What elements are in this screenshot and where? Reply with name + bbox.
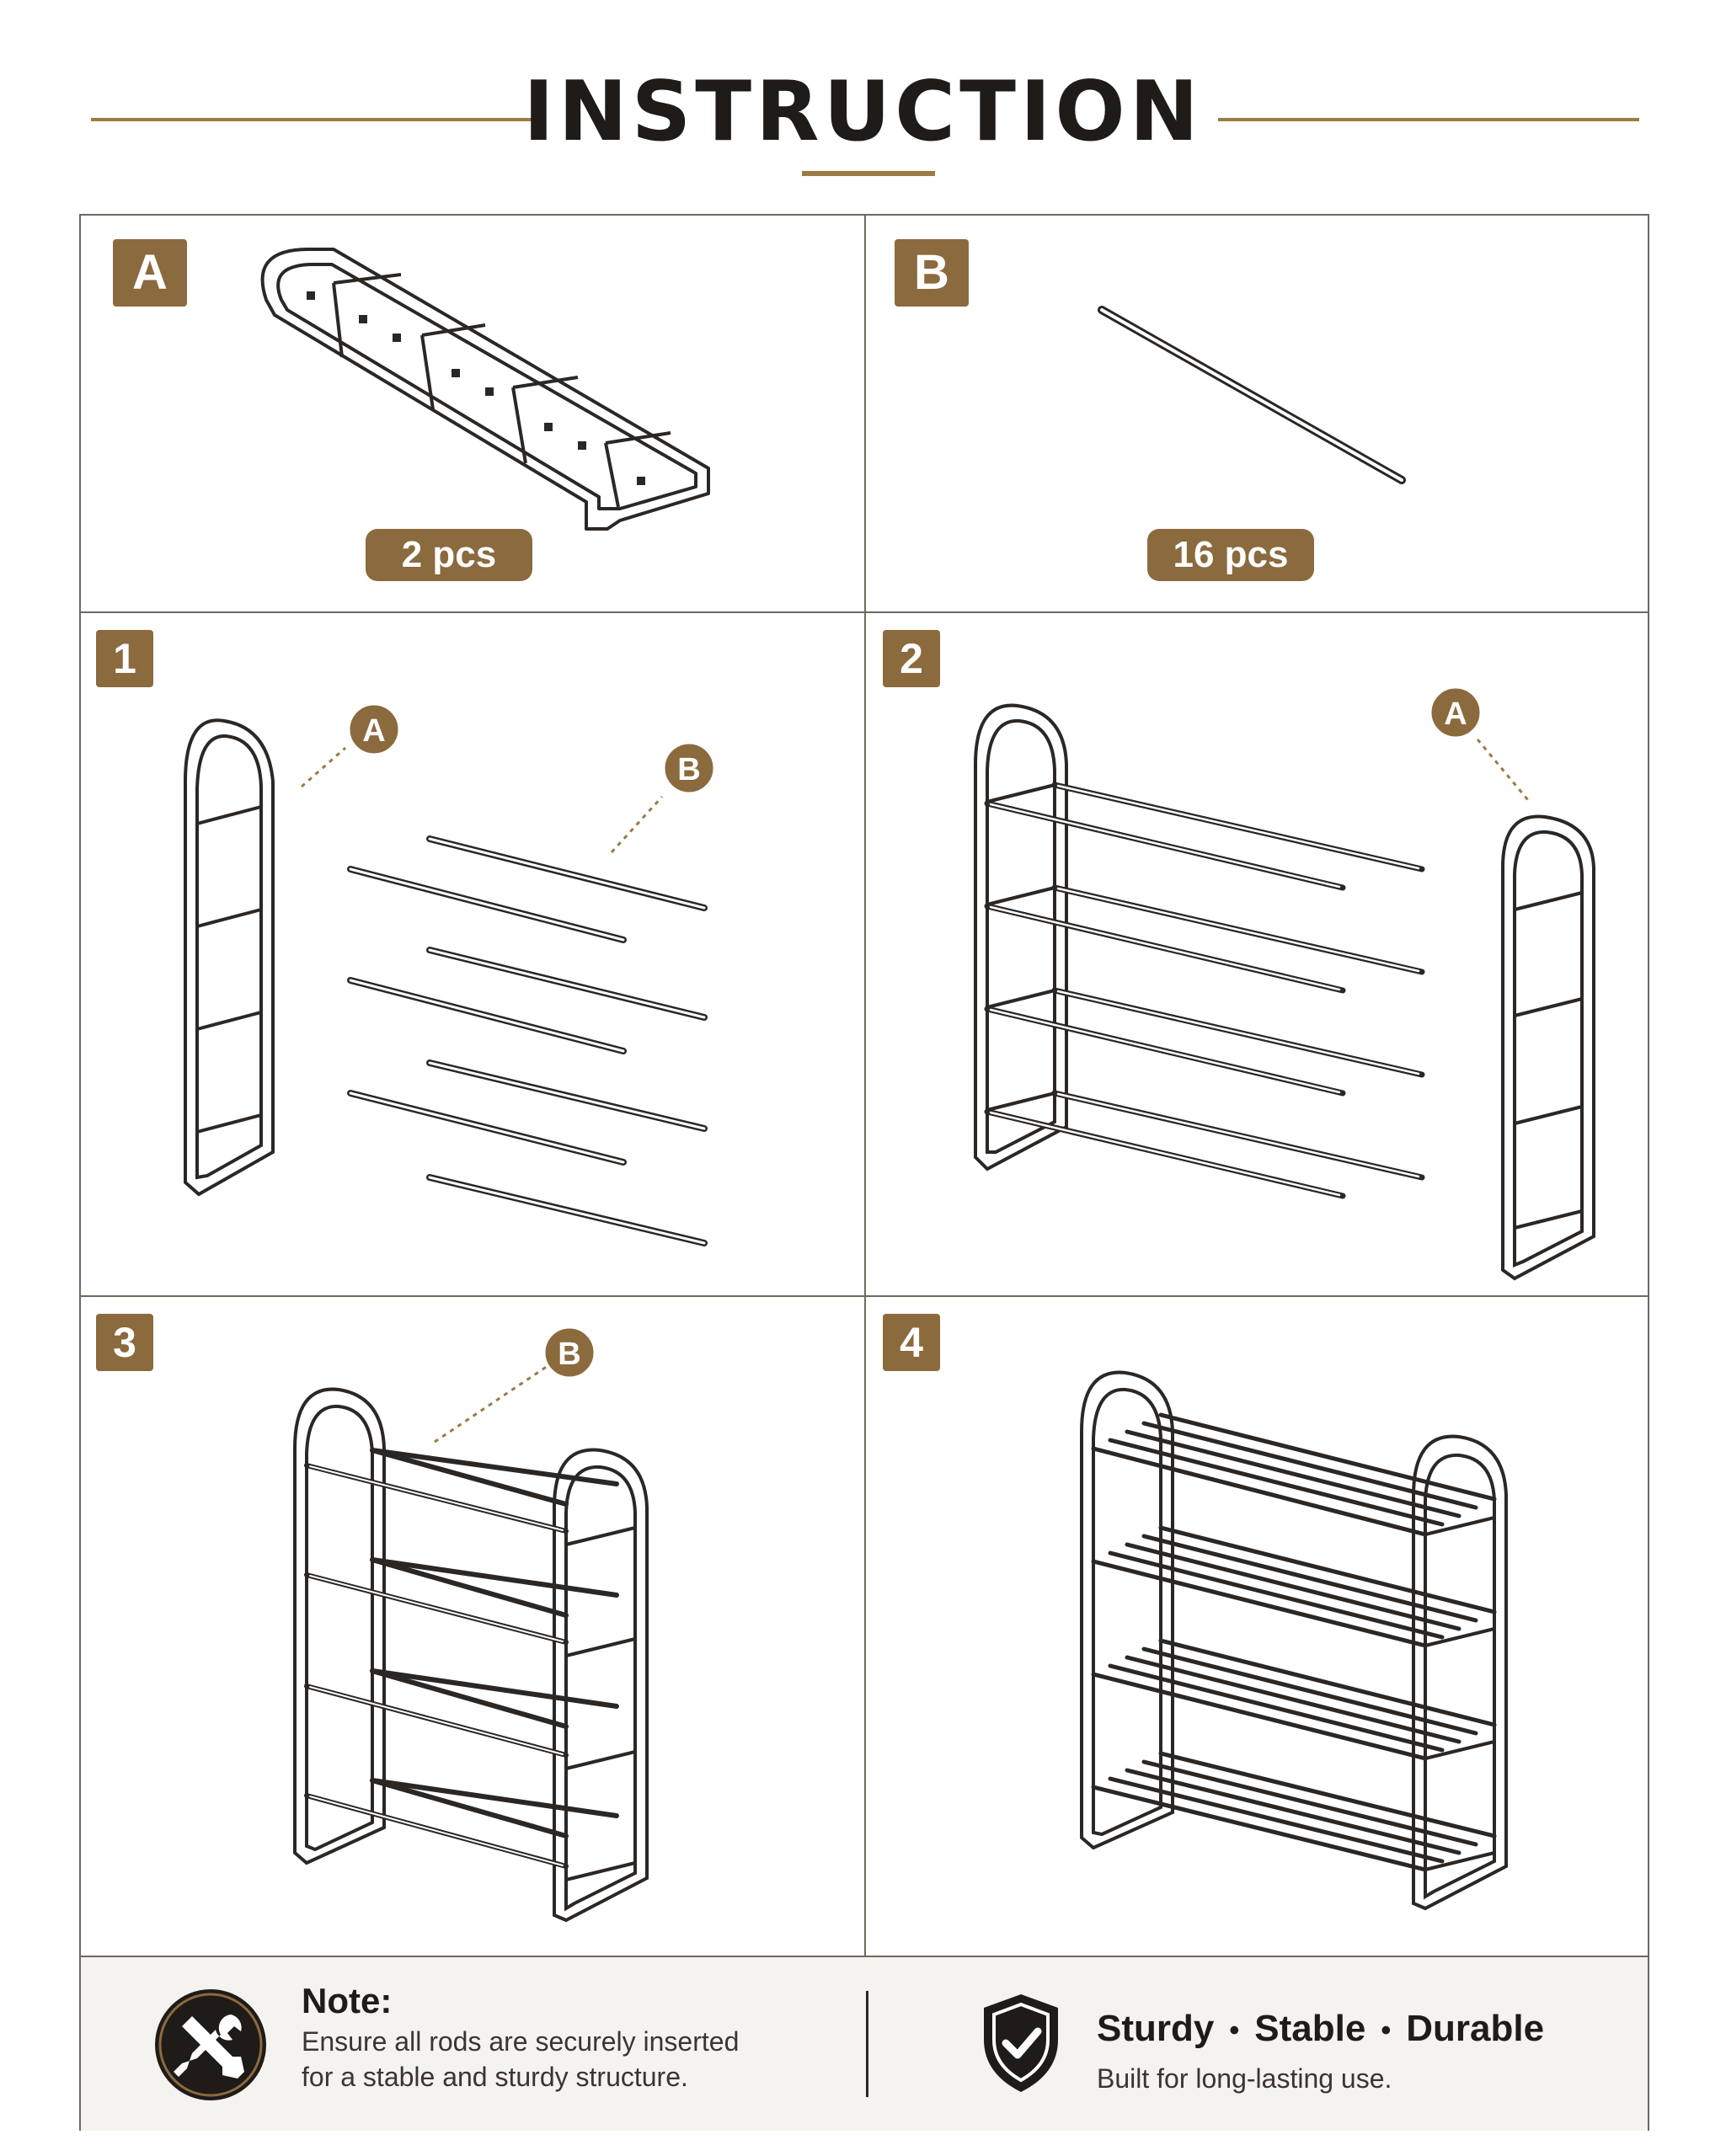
part-a-panel: A 2 pcs <box>81 216 864 611</box>
footer-divider <box>866 1991 868 2097</box>
title-underline <box>802 171 935 176</box>
title-rule-left <box>91 118 542 121</box>
part-b-badge: B <box>895 239 969 307</box>
tag-durable: Durable <box>1406 2008 1545 2049</box>
part-b-panel: B 16 pcs <box>866 216 1648 611</box>
step-1-callout-a: A <box>362 713 385 749</box>
callout-b-circle <box>662 741 716 795</box>
part-b-quantity: 16 pcs <box>1147 529 1314 581</box>
tools-icon <box>155 1989 266 2100</box>
grid-divider-row3 <box>81 1956 1648 1957</box>
footer-bar: Note: Ensure all rods are securely inser… <box>81 1957 1648 2131</box>
step-3-callout-b: B <box>558 1337 580 1372</box>
tag-subtitle: Built for long-lasting use. <box>1097 2063 1392 2094</box>
callout-a-circle <box>347 702 401 756</box>
grid-divider-row2 <box>81 1295 1648 1297</box>
step-3-panel: 3 <box>81 1297 864 1956</box>
side-frame-flat-illustration <box>260 248 710 531</box>
step-4-panel: 4 <box>866 1297 1648 1956</box>
step-4-badge: 4 <box>883 1314 940 1371</box>
feature-tags: Sturdy • Stable • Durable <box>1097 2008 1544 2050</box>
callout-b-circle <box>542 1326 596 1380</box>
step-3-illustration: B <box>293 1326 649 1923</box>
step-2-panel: 2 <box>866 613 1648 1295</box>
page-title: INSTRUCTION <box>523 64 1203 160</box>
step-2-badge: 2 <box>883 630 940 687</box>
step-1-callout-b: B <box>677 752 700 787</box>
step-1-panel: 1 <box>81 613 864 1295</box>
step-2-illustration: A <box>974 686 1595 1281</box>
tag-separator: • <box>1381 2014 1392 2047</box>
tag-sturdy: Sturdy <box>1097 2008 1215 2049</box>
grid-divider-row1 <box>81 611 1648 613</box>
tag-separator: • <box>1229 2014 1240 2047</box>
note-line-2: for a stable and sturdy structure. <box>302 2062 688 2092</box>
instruction-sheet: A 2 pcs B 16 pcs <box>79 214 1649 2131</box>
rod-illustration <box>1098 306 1406 484</box>
header: INSTRUCTION <box>0 0 1726 194</box>
shield-check-icon <box>984 1994 1058 2092</box>
callout-a-circle <box>1429 686 1483 739</box>
tag-stable: Stable <box>1254 2008 1366 2049</box>
part-a-badge: A <box>113 239 187 307</box>
step-2-callout-a: A <box>1444 696 1467 732</box>
title-rule-right <box>1218 118 1639 121</box>
part-a-quantity: 2 pcs <box>366 529 532 581</box>
step-1-illustration: A B <box>184 702 716 1246</box>
grid-divider-vertical <box>864 216 866 1957</box>
assembled-rack-illustration <box>1080 1370 1508 1911</box>
note-title: Note: <box>302 1981 393 2020</box>
note-line-1: Ensure all rods are securely inserted <box>302 2026 740 2057</box>
step-3-badge: 3 <box>96 1314 153 1371</box>
step-1-badge: 1 <box>96 630 153 687</box>
